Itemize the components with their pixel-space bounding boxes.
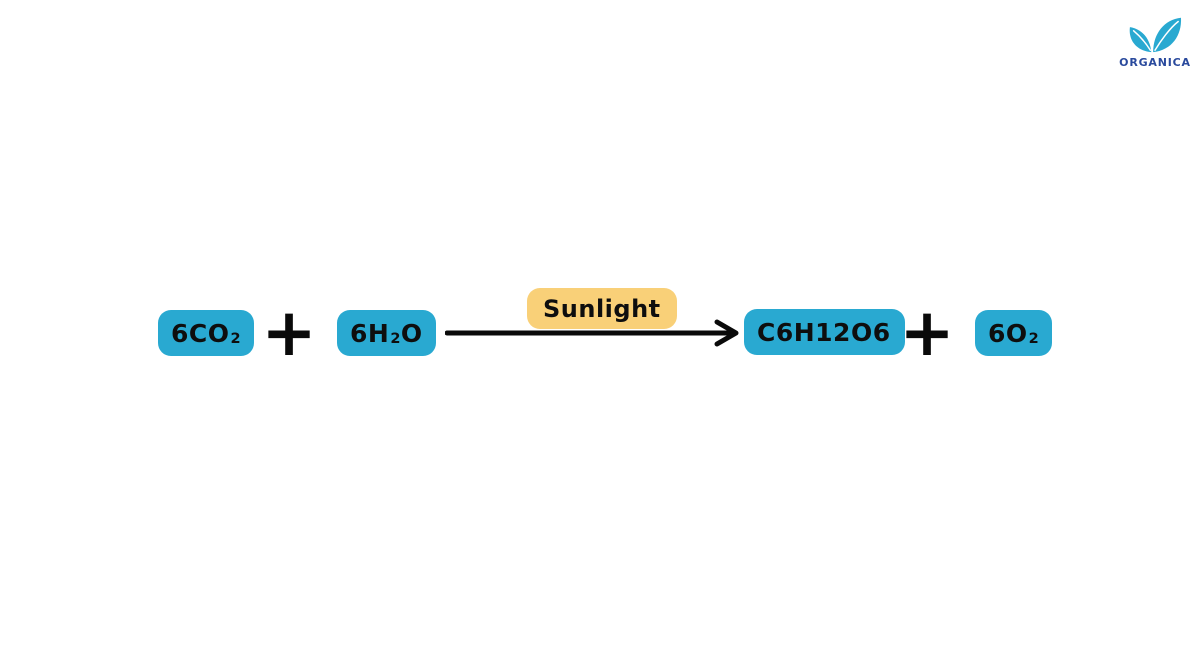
formula-subscript: 2	[1028, 330, 1040, 347]
plus-operator-2: +	[899, 294, 955, 371]
condition-sunlight-badge: Sunlight	[527, 288, 677, 329]
leaves-icon	[1129, 17, 1182, 53]
formula-subscript: 2	[230, 330, 242, 347]
brand-logo: ORGANICA	[1116, 15, 1194, 69]
formula-main: 6CO	[171, 318, 230, 348]
formula-main: 6O	[988, 318, 1028, 348]
formula-tail: O	[400, 318, 423, 348]
product-glucose-badge: C6H12O6	[744, 309, 905, 355]
brand-name: ORGANICA	[1119, 56, 1191, 69]
formula-main: C6H12O6	[757, 317, 891, 347]
plus-operator-1: +	[261, 294, 317, 371]
formula-subscript: 2	[390, 330, 401, 347]
reaction-arrow-icon	[445, 319, 739, 347]
formula-main: 6H	[350, 318, 390, 348]
